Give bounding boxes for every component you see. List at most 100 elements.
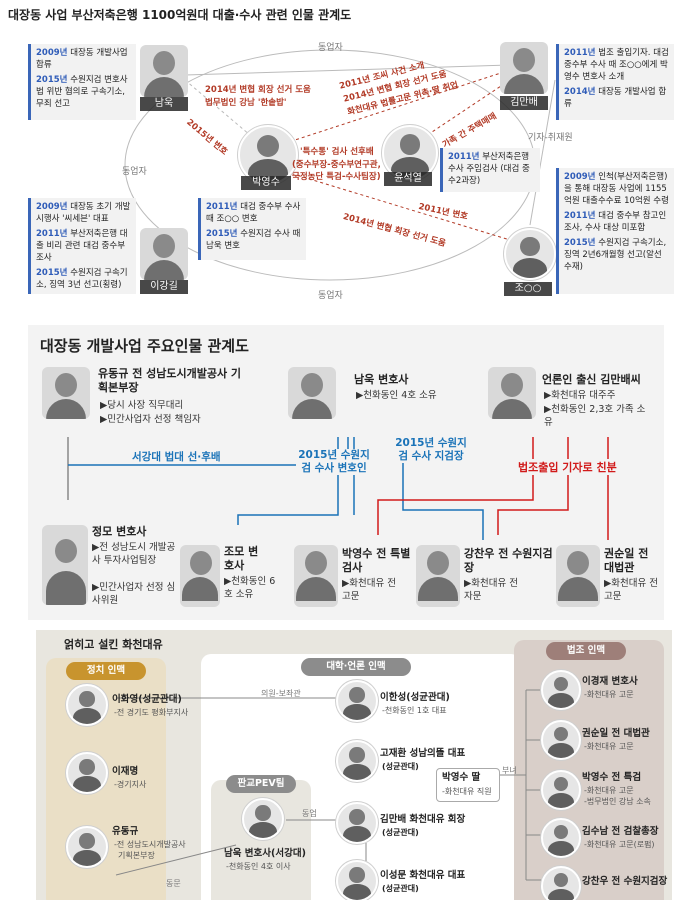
s3-avatar-namuk <box>242 798 284 840</box>
s2-avatar-jung <box>42 525 88 605</box>
s3-name-lee-kj: 이경재 변호사 <box>582 676 638 688</box>
s2-desc-kang: ▶화천대유 전 자문 <box>464 577 524 603</box>
s3-label-alumni: 동문 <box>166 878 181 889</box>
s2-avatar-park <box>294 545 338 607</box>
s1-row: 2015년 수원지검 구속기소, 징역 3년 선고(횡령) <box>36 267 131 291</box>
s2-avatar-kang <box>416 545 460 607</box>
s3-avatar-lee-jm <box>66 752 108 794</box>
s3-name-park: 박영수 전 특검 <box>582 772 641 784</box>
s3-name-go: 고재환 성남의뜰 대표 <box>380 748 465 760</box>
s3-label-aide: 의원-보좌관 <box>261 688 301 699</box>
s2-desc-park: ▶화천대유 전 고문 <box>342 577 402 603</box>
s2-desc-jung-2: ▶민간사업자 선정 심사위원 <box>92 581 176 607</box>
s3-name-lee-sm: 이성문 화천대유 대표 <box>380 870 465 882</box>
s1-row: 2015년 수원지검 수사 때 남욱 변호 <box>206 228 301 252</box>
s1-name-kimmanbae: 김만배 <box>500 96 548 110</box>
s3-label-biz: 동업 <box>302 808 317 819</box>
s3-label-father: 부녀 <box>502 765 517 776</box>
year: 2015년 <box>36 268 67 278</box>
s3-avatar-lee-kj <box>541 670 581 710</box>
s1-avatar-kimmanbae <box>500 42 548 94</box>
s1-row: 2009년 대장동 개발사업 합류 <box>36 47 131 71</box>
s3-name-lee-jm: 이재명 <box>112 766 138 778</box>
s3-name-yoo: 유동규 <box>112 826 138 838</box>
s1-name-yoonsukyeol: 윤석열 <box>384 172 432 186</box>
s2-desc-jo: ▶천화동인 6호 소유 <box>224 575 276 601</box>
s3-name-kim-sn: 김수남 전 검찰총장 <box>582 826 659 838</box>
s1-label-l10: 국정농단 특검-수사팀장) <box>292 170 381 182</box>
year: 2015년 <box>564 238 595 248</box>
s3-avatar-lee-hansung <box>336 680 378 722</box>
s1-row: 2011년 대검 중수부 수사 때 조○○ 변호 <box>206 201 301 225</box>
s1-name-parkyoungsoo: 박영수 <box>241 176 291 190</box>
s3-desc-lee-hansung: -천화동인 1호 대표 <box>382 705 447 716</box>
s3-desc-park-daughter: -화천대유 직원 <box>442 786 492 797</box>
s1-row: 2009년 인척(부산저축은행)을 통해 대장동 사업에 1155억원 대출수수… <box>564 171 669 207</box>
s3-desc-lee-jm: -경기지사 <box>114 779 146 790</box>
s3-desc-go: (성균관대) <box>382 761 419 772</box>
s1-label-l9: (중수부장-중수부연구관, <box>292 158 381 170</box>
s1-label-partner-bottom: 동업자 <box>318 288 343 301</box>
s3-avatar-kim-sn <box>541 818 581 858</box>
s2-avatar-yoo <box>42 367 90 419</box>
s1-infobox-park: 2011년 대검 중수부 수사 때 조○○ 변호 2015년 수원지검 수사 때… <box>198 198 306 260</box>
s1-infobox-kimmanbae: 2011년 법조 출입기자. 대검 중수부 수사 때 조○○에게 박영수 변호사… <box>556 44 674 120</box>
s3-name-lee-hwayoung: 이화영(성균관대) <box>112 694 182 706</box>
s2-desc-kim-1: ▶화천대유 대주주 <box>544 389 616 402</box>
s1-row: 2014년 대장동 개발사업 합류 <box>564 86 669 110</box>
s1-label-l8: '특수통' 검사 선후배 <box>300 145 374 157</box>
s1-infobox-jo: 2009년 인척(부산저축은행)을 통해 대장동 사업에 1155억원 대출수수… <box>556 168 674 294</box>
s1-avatar-leekanggil <box>140 228 188 280</box>
year: 2011년 <box>564 48 595 58</box>
s2-name-jo: 조모 변호사 <box>224 545 264 573</box>
year: 2014년 <box>564 87 595 97</box>
s3-name-namuk: 남욱 변호사(서강대) <box>224 848 306 860</box>
year: 2011년 <box>564 211 595 221</box>
s3-desc-lee-kj: -화천대유 고문 <box>584 689 634 700</box>
year: 2009년 <box>36 48 67 58</box>
s2-name-kim: 언론인 출신 김만배씨 <box>542 373 641 387</box>
s3-avatar-lee-hwayoung <box>66 684 108 726</box>
s3-desc-kim-sn: -화천대유 고문(로펌) <box>584 839 655 850</box>
s3-desc-yoo-1: -전 성남도시개발공사 <box>114 839 186 850</box>
s1-avatar-namuk <box>140 45 188 97</box>
s1-row: 2015년 수원지검 변호사법 위반 혐의로 구속기소, 무죄 선고 <box>36 74 131 110</box>
s1-infobox-yoon: 2011년 부산저축은행 수사 주임검사 (대검 중수2과장) <box>440 148 540 192</box>
s3-desc-lee-hwayoung: -전 경기도 평화부지사 <box>114 707 188 718</box>
s2-label-2015b: 2015년 수원지검 수사 지검장 <box>394 437 468 463</box>
s3-name-park-daughter: 박영수 딸 <box>442 772 480 784</box>
s3-desc-park-2: -법무법인 강남 소속 <box>584 796 651 807</box>
s1-row: 2011년 부산저축은행 수사 주임검사 (대검 중수2과장) <box>448 151 535 187</box>
s1-row: 2015년 수원지검 구속기소, 징역 2년6개월형 선고(알선수재) <box>564 237 669 273</box>
s2-name-park: 박영수 전 특별검사 <box>342 547 412 575</box>
s3-avatar-lee-sm <box>336 860 378 900</box>
s3-avatar-kang <box>541 866 581 900</box>
s2-name-kang: 강찬우 전 수원지검장 <box>464 547 556 575</box>
s1-name-leekanggil: 이강길 <box>140 280 188 294</box>
s2-label-sogang: 서강대 법대 선·후배 <box>128 451 225 464</box>
s2-desc-namuk: ▶천화동인 4호 소유 <box>356 389 437 402</box>
s3-box-park-daughter: 박영수 딸 -화천대유 직원 <box>436 768 500 802</box>
s3-desc-namuk: -천화동인 4호 이사 <box>226 861 291 872</box>
s2-avatar-jo <box>180 545 220 607</box>
s1-infobox-namuk: 2009년 대장동 개발사업 합류 2015년 수원지검 변호사법 위반 혐의로… <box>28 44 136 120</box>
s3-desc-lee-sm: (성균관대) <box>382 883 419 894</box>
s2-avatar-kim <box>488 367 536 419</box>
s1-name-namuk: 남욱 <box>140 97 188 111</box>
s1-label-l1: 2014년 변협 회장 선거 도움 <box>205 83 311 95</box>
s1-row: 2011년 부산저축은행 대출 비리 관련 대검 중수부 조사 <box>36 228 131 264</box>
s3-name-kang: 강찬우 전 수원지검장 <box>582 876 667 888</box>
s3-desc-yoo-2: 기획본부장 <box>118 850 155 861</box>
s1-avatar-jo <box>504 228 556 280</box>
s3-desc-park-1: -화천대유 고문 <box>584 785 634 796</box>
section3-diagram: 얽히고 설킨 화천대유 정치 인맥 대학·언론 인맥 판교PEV팀 법조 인맥 … <box>36 630 672 900</box>
year: 2011년 <box>36 229 67 239</box>
s1-label-reporter: 기자-취재원 <box>528 130 573 143</box>
year: 2009년 <box>564 172 595 182</box>
year: 2009년 <box>36 202 67 212</box>
year: 2011년 <box>448 152 479 162</box>
s3-avatar-kwon <box>541 720 581 760</box>
s3-avatar-kim <box>336 802 378 844</box>
s2-name-jung: 정모 변호사 <box>92 525 146 539</box>
s3-avatar-go <box>336 740 378 782</box>
